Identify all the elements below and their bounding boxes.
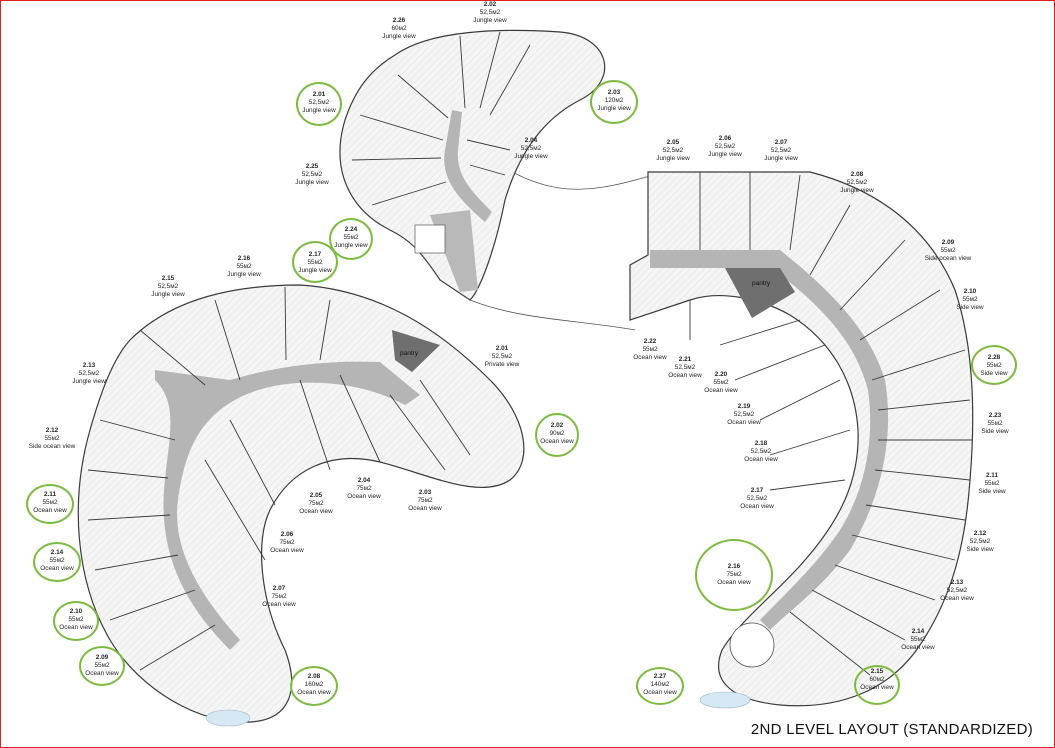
highlight-ring <box>695 539 773 611</box>
highlight-ring <box>636 667 684 705</box>
highlight-ring <box>296 82 342 126</box>
highlight-ring <box>79 646 125 686</box>
west-pantry <box>392 330 440 372</box>
west-corridor <box>155 361 420 650</box>
highlight-ring <box>854 665 900 705</box>
highlight-ring <box>26 484 74 524</box>
highlight-ring <box>290 666 338 706</box>
north-corridor <box>444 110 492 222</box>
highlight-ring <box>329 218 373 260</box>
west-building: pantry <box>77 284 525 727</box>
layout-title: 2ND LEVEL LAYOUT (STANDARDIZED) <box>750 721 1033 738</box>
north-building-outline <box>339 29 606 301</box>
highlight-ring <box>292 241 338 283</box>
west-pool <box>205 709 251 727</box>
east-pool <box>699 691 751 709</box>
east-pantry-label: pantry <box>752 280 771 287</box>
west-pantry-label: pantry <box>400 350 419 357</box>
north-stair <box>414 224 446 254</box>
highlight-ring <box>33 542 81 582</box>
highlight-ring <box>53 601 99 641</box>
west-partition-walls <box>87 286 471 671</box>
north-partition-walls <box>351 31 531 206</box>
walkway-path <box>469 167 651 331</box>
east-building: pantry <box>629 171 974 709</box>
north-building <box>339 29 606 301</box>
east-feature-pool <box>729 622 775 668</box>
highlight-ring <box>590 80 638 124</box>
east-partition-walls <box>689 172 972 676</box>
highlight-ring <box>535 413 579 457</box>
highlight-ring <box>971 345 1017 385</box>
east-pantry <box>725 268 795 318</box>
